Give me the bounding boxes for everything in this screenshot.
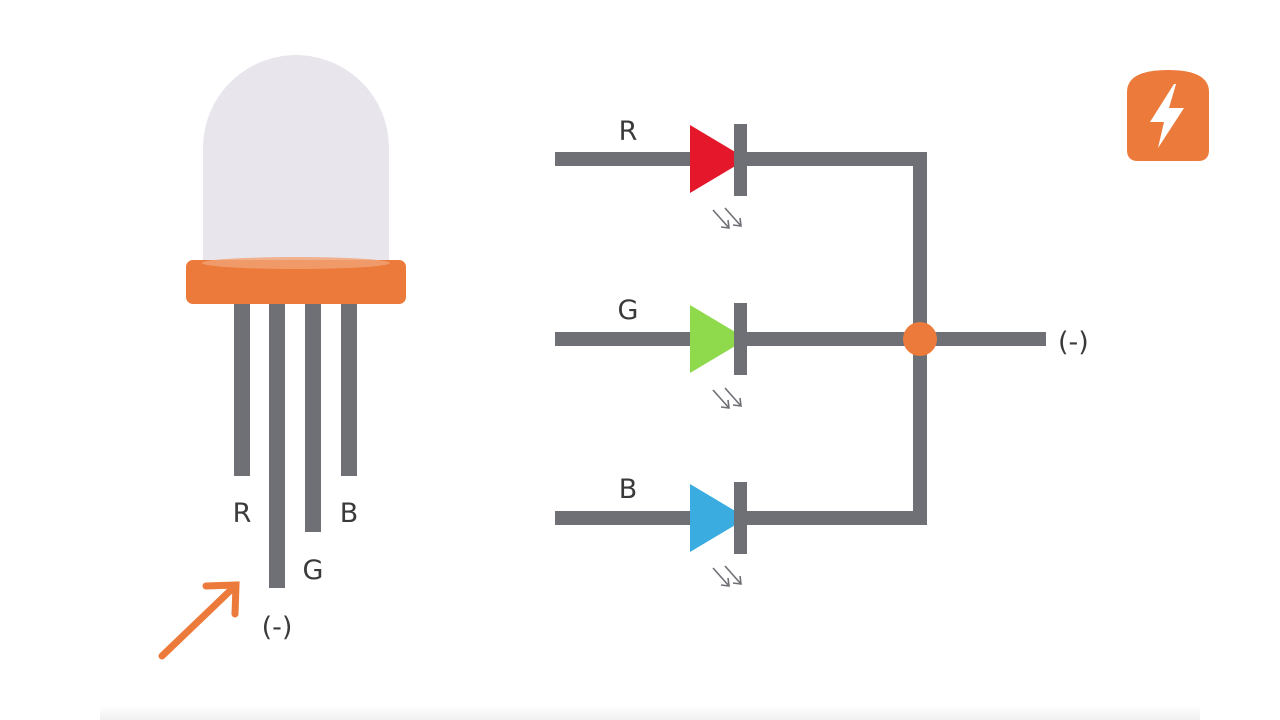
bottom-fade <box>100 706 1200 720</box>
wire-in <box>555 332 695 346</box>
schematic: R G B (-) <box>555 116 1089 587</box>
diode-triangle-green <box>690 305 747 373</box>
pointer-arrow-icon <box>158 581 240 660</box>
wire-in <box>555 152 695 166</box>
channel-b: B <box>555 474 927 587</box>
diode-triangle-red <box>690 125 747 193</box>
diode-bar <box>734 482 747 554</box>
app-badge <box>1127 70 1209 161</box>
led-leg-label-common: (-) <box>262 612 293 643</box>
wire-in <box>555 511 695 525</box>
output-wire <box>920 332 1046 346</box>
wire-out <box>745 511 927 525</box>
wire-out <box>745 152 920 166</box>
rgb-led-component: R G B (-) <box>158 55 406 660</box>
led-base <box>186 260 406 304</box>
diode-bar <box>734 303 747 375</box>
led-leg-label-b: B <box>340 498 359 529</box>
diode-bar <box>734 124 747 196</box>
led-leg-label-r: R <box>233 498 252 529</box>
channel-g: G <box>555 295 920 409</box>
channel-label-r: R <box>619 116 638 147</box>
channel-r: R <box>555 116 920 229</box>
led-leg-common <box>269 298 285 588</box>
output-label: (-) <box>1058 327 1089 358</box>
wire-out <box>745 332 920 346</box>
led-leg-b <box>341 298 357 476</box>
diode-triangle-blue <box>690 484 747 552</box>
junction-node <box>903 322 937 356</box>
led-dome <box>203 55 389 263</box>
led-base-top <box>202 257 390 269</box>
lightning-bolt-icon <box>1150 84 1184 148</box>
light-emission-arrows-icon <box>712 565 742 587</box>
light-emission-arrows-icon <box>712 207 742 229</box>
led-leg-r <box>234 298 250 476</box>
channel-label-g: G <box>618 295 639 326</box>
led-leg-g <box>305 298 321 532</box>
channel-label-b: B <box>619 474 638 505</box>
led-leg-label-g: G <box>303 555 324 586</box>
light-emission-arrows-icon <box>712 387 742 409</box>
